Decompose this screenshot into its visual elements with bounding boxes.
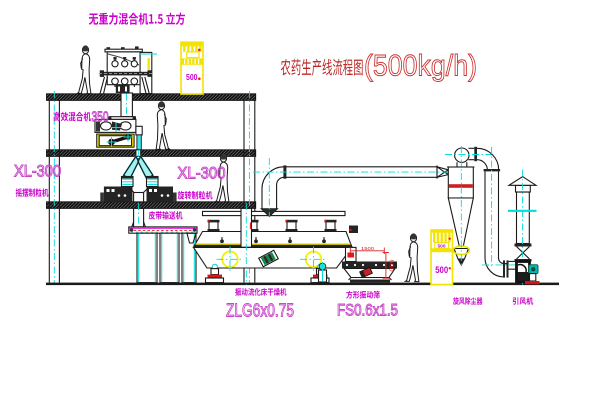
svg-text:1500: 1500 [361,246,375,251]
svg-text:FS0.6x1.5: FS0.6x1.5 [337,302,398,320]
svg-text:ZLG6x0.75: ZLG6x0.75 [226,301,294,321]
svg-text:XL-300: XL-300 [178,165,226,183]
svg-text:XL-300: XL-300 [14,163,61,181]
svg-text:500: 500 [438,244,447,249]
svg-text:350: 350 [92,110,109,126]
svg-text:500: 500 [388,260,394,272]
svg-text:500: 500 [186,72,198,82]
svg-text:(500kg/h): (500kg/h) [364,50,477,83]
svg-text:500: 500 [435,265,448,276]
